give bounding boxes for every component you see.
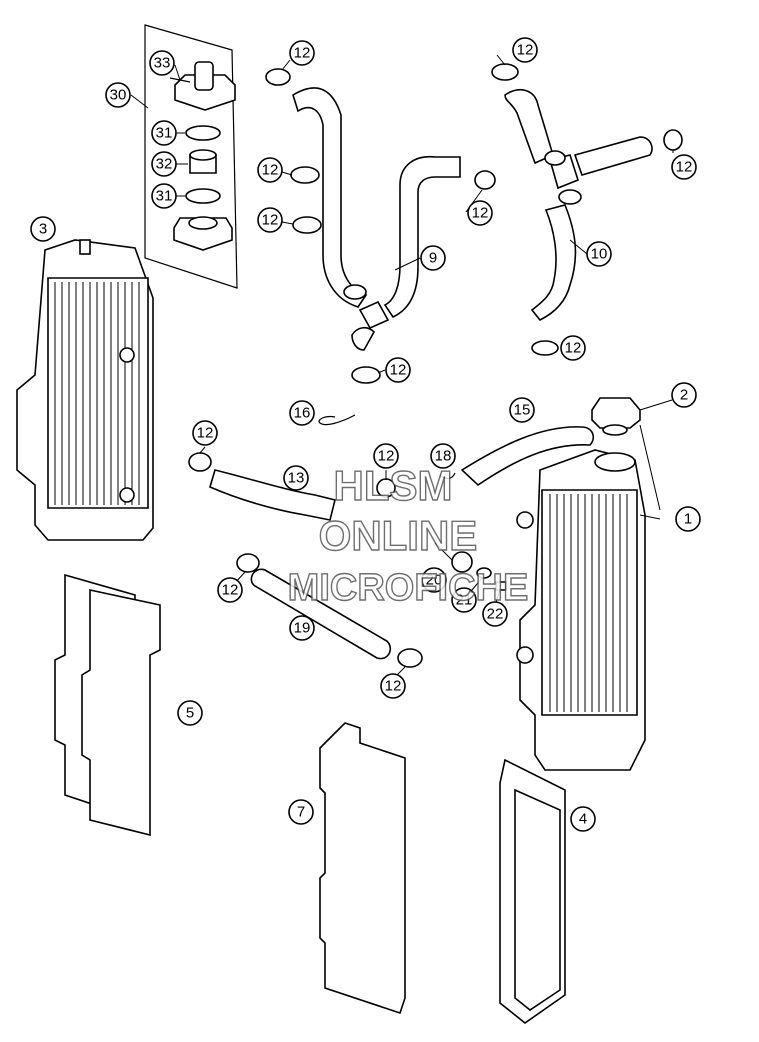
svg-text:HLSM: HLSM [334, 462, 453, 509]
callout-12-b: 12 [257, 157, 283, 183]
svg-text:4: 4 [579, 811, 587, 828]
callout-21: 21 [451, 587, 477, 613]
svg-text:15: 15 [514, 402, 531, 419]
callout-12-c: 12 [257, 207, 283, 233]
svg-text:12: 12 [385, 678, 402, 695]
grommet-20 [451, 551, 473, 573]
svg-text:7: 7 [297, 804, 305, 821]
svg-text:19: 19 [294, 620, 311, 637]
washer-21 [476, 567, 492, 579]
radiator-guard-4 [499, 758, 566, 1024]
svg-text:31: 31 [156, 125, 173, 142]
svg-text:9: 9 [429, 250, 437, 267]
hose-15 [460, 426, 594, 487]
spring-clip-16 [318, 414, 356, 426]
svg-text:ONLINE: ONLINE [319, 512, 478, 559]
svg-text:32: 32 [156, 156, 173, 173]
radiator-cap [591, 397, 641, 436]
radiator-guard-5 [54, 573, 161, 837]
svg-text:12: 12 [197, 425, 214, 442]
callout-12-h: 12 [560, 335, 586, 361]
bolt-22 [495, 581, 507, 591]
svg-text:2: 2 [680, 387, 688, 404]
radiator-cover-7 [319, 722, 406, 1015]
callout-18: 18 [430, 443, 456, 469]
callout-2: 2 [671, 382, 697, 408]
callout-12-e: 12 [385, 357, 411, 383]
svg-text:31: 31 [156, 188, 173, 205]
callout-7: 7 [288, 799, 314, 825]
svg-text:10: 10 [591, 246, 608, 263]
right-radiator [516, 449, 646, 771]
callout-32: 32 [151, 151, 177, 177]
hose-9 [292, 87, 461, 351]
callout-22: 22 [482, 601, 508, 627]
callout-12-d: 12 [467, 200, 493, 226]
callout-33: 33 [149, 50, 175, 76]
callout-16: 16 [289, 400, 315, 426]
callouts: 33 30 31 32 31 3 12 12 12 9 12 12 12 12 … [30, 37, 701, 832]
svg-text:12: 12 [390, 362, 407, 379]
callout-13: 13 [283, 465, 309, 491]
svg-text:12: 12 [262, 212, 279, 229]
callout-20: 20 [421, 567, 447, 593]
svg-text:13: 13 [288, 470, 305, 487]
svg-text:12: 12 [294, 45, 311, 62]
svg-text:12: 12 [222, 582, 239, 599]
svg-text:12: 12 [262, 162, 279, 179]
part-18 [439, 472, 456, 480]
callout-12-j: 12 [192, 420, 218, 446]
hose-13 [209, 469, 336, 521]
svg-text:12: 12 [565, 340, 582, 357]
callout-31-bottom: 31 [151, 183, 177, 209]
hose-10 [504, 89, 653, 322]
hose-clamps [188, 63, 683, 668]
thermostat-assembly [144, 24, 238, 289]
callout-12-a: 12 [289, 40, 315, 66]
callout-12-k: 12 [373, 443, 399, 469]
svg-text:MICROFICHE: MICROFICHE [288, 567, 529, 609]
svg-text:12: 12 [378, 448, 395, 465]
callout-10: 10 [586, 241, 612, 267]
callout-5: 5 [177, 700, 203, 726]
callout-3: 3 [30, 216, 56, 242]
svg-text:21: 21 [456, 592, 473, 609]
callout-12-l: 12 [217, 577, 243, 603]
watermark: HLSM ONLINE MICROFICHE [287, 461, 529, 609]
svg-text:5: 5 [186, 705, 194, 722]
callout-12-g: 12 [671, 154, 697, 180]
svg-text:30: 30 [110, 87, 127, 104]
callout-15: 15 [509, 397, 535, 423]
svg-text:3: 3 [39, 221, 47, 238]
callout-9: 9 [420, 245, 446, 271]
leader-lines [130, 54, 674, 678]
callout-12-m: 12 [380, 673, 406, 699]
svg-text:16: 16 [294, 405, 311, 422]
right-radiator-fins [549, 494, 628, 712]
svg-text:12: 12 [517, 42, 534, 59]
callout-4: 4 [570, 806, 596, 832]
svg-text:33: 33 [154, 55, 171, 72]
svg-text:22: 22 [487, 606, 504, 623]
left-radiator-fins [54, 282, 140, 505]
svg-text:20: 20 [426, 572, 443, 589]
svg-text:12: 12 [472, 205, 489, 222]
callout-19: 19 [289, 615, 315, 641]
svg-text:18: 18 [435, 448, 452, 465]
callout-31-top: 31 [151, 120, 177, 146]
callout-1: 1 [675, 506, 701, 532]
callout-12-f: 12 [512, 37, 538, 63]
callout-30: 30 [105, 82, 131, 108]
svg-text:1: 1 [684, 511, 692, 528]
hose-19 [250, 568, 392, 660]
svg-text:12: 12 [676, 159, 693, 176]
left-radiator [16, 239, 154, 541]
